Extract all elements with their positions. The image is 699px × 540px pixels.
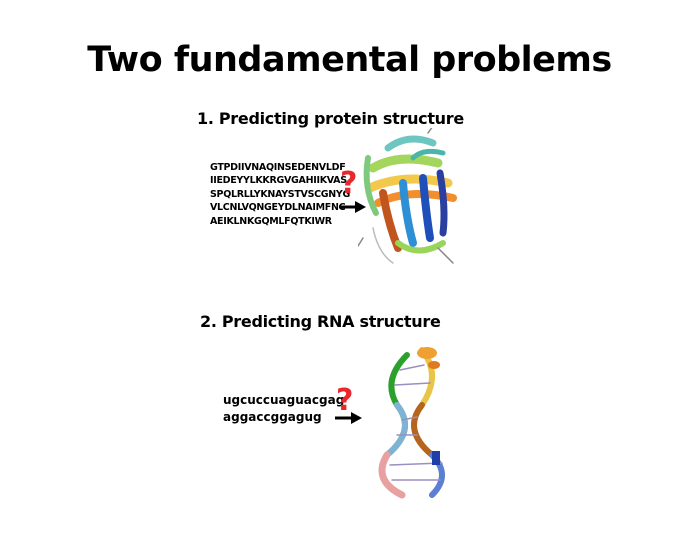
- sequence-line: IIEDEYYLKKRGVGAHIIKVAS: [210, 175, 347, 187]
- protein-structure-image: [358, 128, 457, 264]
- arrow-right-icon: [335, 412, 362, 424]
- rna-sequence: ugcuccuaguacgag aggaccggagug: [223, 392, 344, 426]
- question-mark-icon: ?: [340, 166, 358, 201]
- sequence-line: VLCNLVQNGEYDLNAIMFNC: [210, 202, 346, 214]
- slide-title: Two fundamental problems: [87, 40, 612, 80]
- sequence-line: SPQLRLLYKNAYSTVSCGNYG: [210, 188, 351, 200]
- sequence-line: aggaccggagug: [223, 410, 322, 424]
- sequence-line: AEIKLNKGQMLFQTKIWR: [210, 215, 332, 227]
- question-mark-icon: ?: [336, 383, 354, 418]
- sequence-line: GTPDIIVNAQINSEDENVLDF: [210, 162, 346, 173]
- protein-sequence: GTPDIIVNAQINSEDENVLDF IIEDEYYLKKRGVGAHII…: [210, 161, 350, 228]
- protein-heading: 1. Predicting protein structure: [197, 109, 464, 128]
- rna-structure-image: [378, 347, 445, 499]
- arrow-right-icon: [339, 201, 366, 213]
- sequence-line: ugcuccuaguacgag: [223, 393, 345, 407]
- rna-heading: 2. Predicting RNA structure: [200, 312, 441, 331]
